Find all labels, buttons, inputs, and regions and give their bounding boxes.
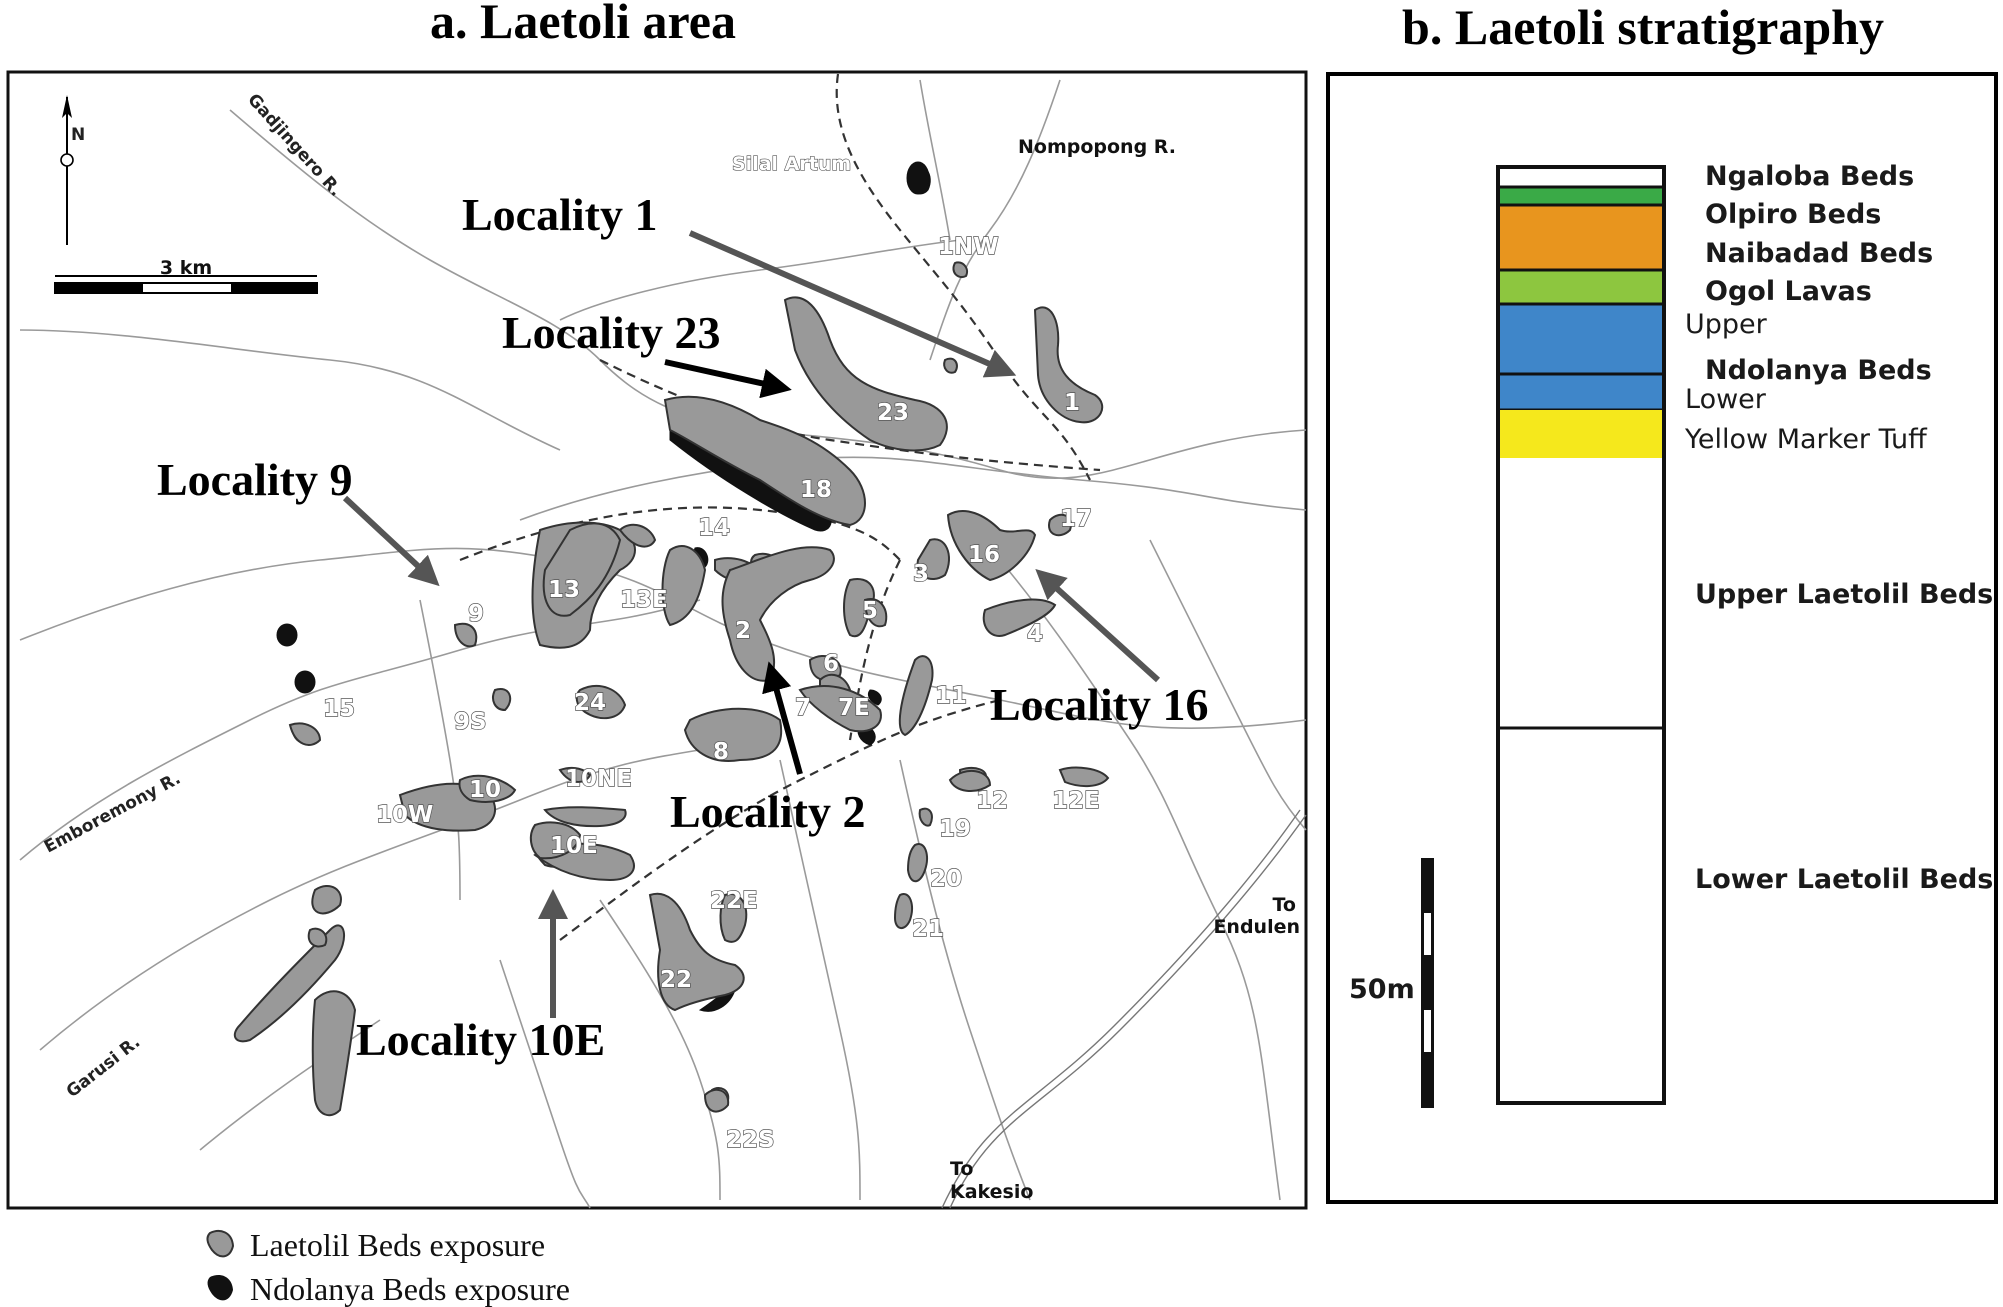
num-13e: 13E <box>620 587 668 613</box>
num-7e: 7E <box>838 695 870 721</box>
label-upper-laetolil: Upper Laetolil Beds <box>1695 579 1993 610</box>
label-to-kakesio: To <box>950 1158 974 1180</box>
num-22: 22 <box>660 967 692 993</box>
num-13: 13 <box>548 577 580 603</box>
label-ndolanya: Ndolanya Beds <box>1705 355 1932 386</box>
layer-ndolanya-upper <box>1496 302 1666 376</box>
num-11: 11 <box>935 683 967 709</box>
num-12: 12 <box>976 788 1008 814</box>
label-lower: Lower <box>1685 384 1767 415</box>
column-outline <box>1496 165 1666 1105</box>
label-lower-laetolil: Lower Laetolil Beds <box>1695 864 1993 895</box>
num-1: 1 <box>1064 390 1080 416</box>
num-19: 19 <box>939 816 971 842</box>
num-10e: 10E <box>550 833 598 859</box>
num-10ne: 10NE <box>565 766 632 792</box>
strat-scale-bar: 50m <box>1349 858 1434 1108</box>
map-legend: Laetolil Beds exposure Ndolanya Beds exp… <box>206 1227 570 1307</box>
num-17: 17 <box>1060 506 1092 532</box>
panel-b-title: b. Laetoli stratigraphy <box>1402 0 1884 55</box>
north-arrow-icon: N <box>60 95 85 245</box>
num-8: 8 <box>713 739 729 765</box>
locality-numbers: 1NW 1 23 18 14 17 16 13 13E 9 3 5 2 6 4 … <box>322 233 1100 1153</box>
num-22s: 22S <box>726 1127 775 1153</box>
num-9s: 9S <box>454 709 487 735</box>
num-20: 20 <box>930 866 962 892</box>
label-upper: Upper <box>1685 309 1768 340</box>
locality-16-label: Locality 16 <box>990 679 1208 730</box>
legend-ndolanya: Ndolanya Beds exposure <box>250 1271 570 1307</box>
num-4: 4 <box>1027 621 1043 647</box>
label-ogol: Ogol Lavas <box>1705 276 1872 307</box>
num-23: 23 <box>877 400 909 426</box>
panel-a-title: a. Laetoli area <box>430 0 736 49</box>
river-network <box>19 79 1307 1209</box>
label-ymt: Yellow Marker Tuff <box>1684 424 1928 455</box>
layer-lower-laetolil <box>1496 726 1666 1105</box>
layer-olpiro <box>1496 185 1666 207</box>
ndolanya-swatch-icon <box>207 1274 233 1301</box>
num-2: 2 <box>735 618 751 644</box>
scale-bar: 3 km <box>54 257 318 294</box>
num-7: 7 <box>795 695 811 721</box>
locality-2-label: Locality 2 <box>670 786 865 837</box>
layer-naibadad <box>1496 203 1666 272</box>
laetolil-swatch-icon <box>206 1229 235 1258</box>
label-to-endulen-1: To <box>1273 894 1297 916</box>
num-9: 9 <box>468 601 484 627</box>
num-12e: 12E <box>1052 788 1100 814</box>
locality-10e-label: Locality 10E <box>356 1014 605 1065</box>
label-kakesio: Kakesio <box>950 1181 1033 1203</box>
label-nompopong: Nompopong R. <box>1018 136 1176 158</box>
locality-1-label: Locality 1 <box>462 189 657 240</box>
layer-ymt <box>1498 410 1664 458</box>
num-14: 14 <box>698 515 730 541</box>
num-6: 6 <box>823 651 839 677</box>
strat-scale-label: 50m <box>1349 974 1415 1005</box>
locality-23-label: Locality 23 <box>502 307 720 358</box>
num-10: 10 <box>469 777 501 803</box>
locality-arrows <box>342 230 1161 1018</box>
legend-laetolil: Laetolil Beds exposure <box>250 1227 545 1263</box>
label-olpiro: Olpiro Beds <box>1705 199 1881 230</box>
layer-ndolanya-lower <box>1496 372 1666 412</box>
locality-9-label: Locality 9 <box>157 454 352 505</box>
layer-upper-laetolil <box>1498 458 1664 728</box>
north-label: N <box>71 125 85 145</box>
laetolil-exposures <box>233 261 1110 1117</box>
label-endulen: Endulen <box>1213 916 1300 938</box>
label-naibadad: Naibadad Beds <box>1705 238 1933 269</box>
scale-label: 3 km <box>160 257 212 279</box>
strat-column <box>1496 165 1666 1105</box>
num-21: 21 <box>912 916 944 942</box>
num-15: 15 <box>323 696 355 722</box>
num-16: 16 <box>968 542 1000 568</box>
label-ngaloba: Ngaloba Beds <box>1705 161 1914 192</box>
num-3: 3 <box>913 561 929 587</box>
num-18: 18 <box>800 477 832 503</box>
num-5: 5 <box>862 598 878 624</box>
map-frame <box>6 70 1308 1210</box>
num-1nw: 1NW <box>938 234 999 260</box>
num-22e: 22E <box>710 888 758 914</box>
layer-ngaloba <box>1496 165 1666 189</box>
label-silal-artum: Silal Artum <box>732 153 851 175</box>
layer-ogol <box>1496 268 1666 306</box>
num-24: 24 <box>574 690 606 716</box>
road <box>941 809 1307 1209</box>
num-10w: 10W <box>376 802 433 828</box>
